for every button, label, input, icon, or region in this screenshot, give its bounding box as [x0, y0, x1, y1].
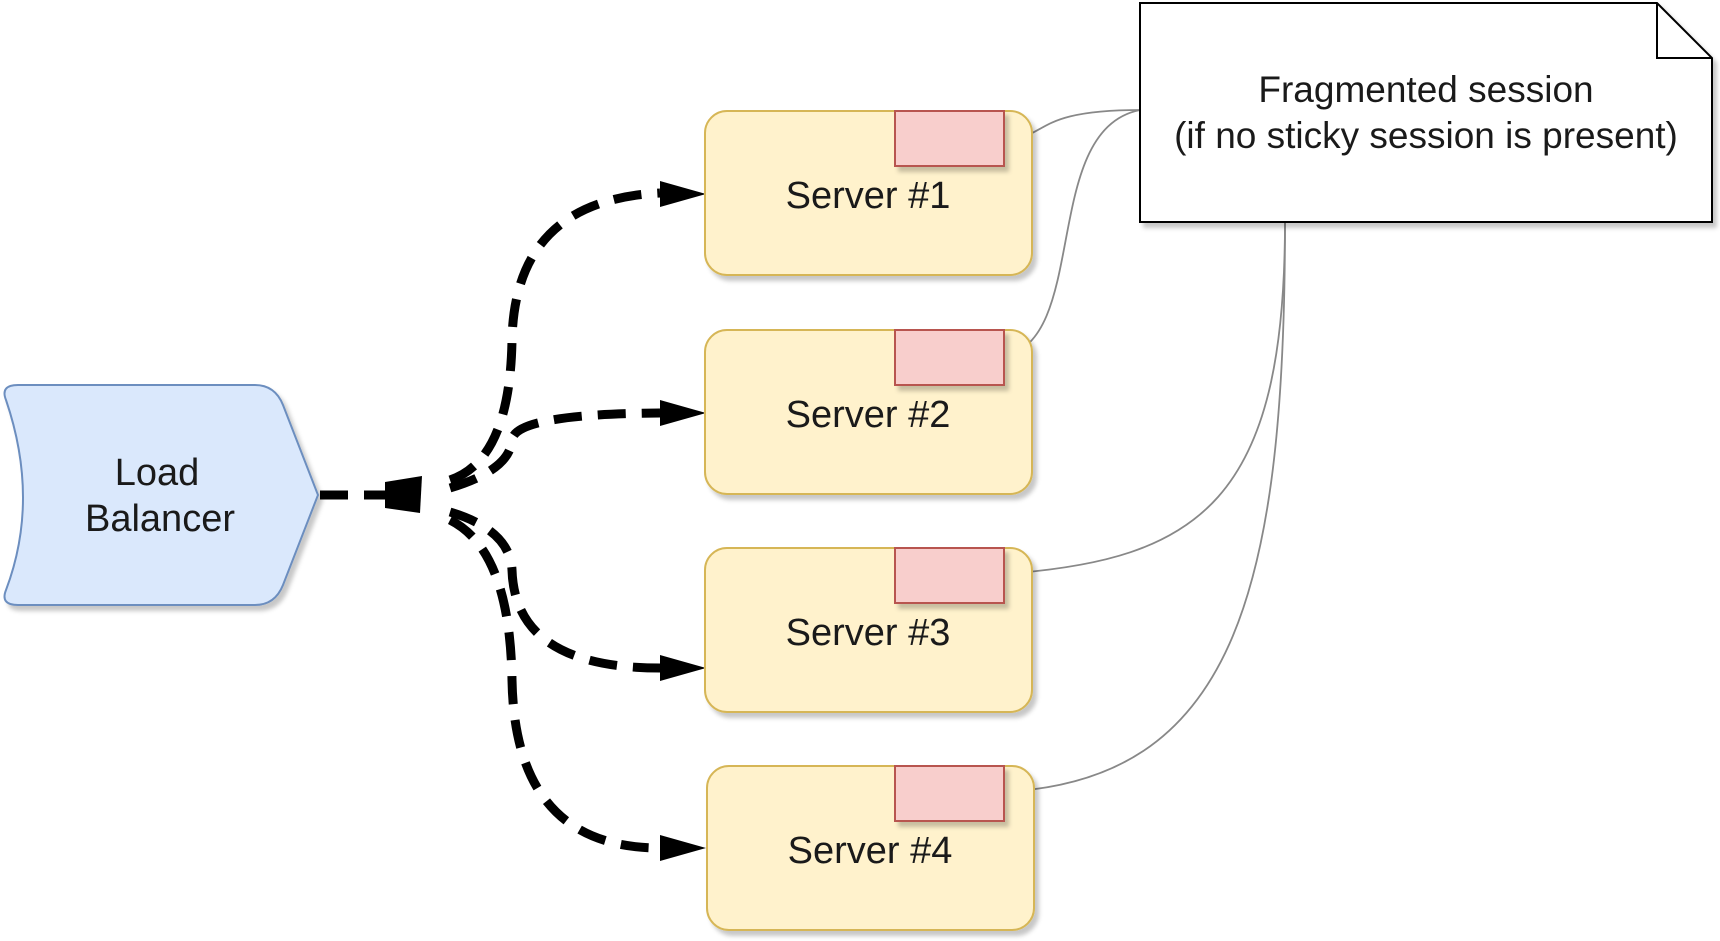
arrow-to-server-4	[447, 515, 661, 853]
session-block	[894, 110, 1005, 167]
connector-server-4	[1003, 221, 1286, 793]
server-label: Server #2	[786, 394, 951, 436]
note-shape	[1139, 2, 1713, 223]
note-fragmented-session[interactable]: Fragmented session (if no sticky session…	[1139, 2, 1713, 223]
server-4[interactable]: Server #4	[706, 765, 1035, 931]
load-balancer[interactable]: Load Balancer	[3, 384, 320, 606]
server-label: Server #4	[788, 830, 953, 872]
arrow-to-server-3	[448, 507, 661, 673]
arrow-to-server-1	[448, 188, 661, 485]
arrowhead-server-4	[660, 835, 706, 861]
session-block	[894, 765, 1005, 822]
flow-arrows	[320, 188, 661, 853]
load-balancer-shape	[3, 384, 320, 606]
server-label: Server #1	[786, 175, 951, 217]
connector-server-3	[1003, 221, 1286, 575]
server-3[interactable]: Server #3	[704, 547, 1033, 713]
arrowhead-server-1	[660, 181, 706, 207]
session-connectors	[1003, 109, 1286, 793]
load-balancer-label-line1: Load	[115, 452, 200, 494]
arrowhead-server-3	[660, 655, 706, 681]
note-line2: (if no sticky session is present)	[1174, 115, 1678, 156]
arrowhead-server-2	[660, 400, 706, 426]
note-fold	[1656, 3, 1712, 59]
arrow-to-server-2	[448, 408, 661, 493]
trunk-arrow-head	[385, 476, 422, 513]
load-balancer-label-line2: Balancer	[85, 498, 235, 540]
server-1[interactable]: Server #1	[704, 110, 1033, 276]
note-line1: Fragmented session	[1258, 69, 1593, 110]
server-label: Server #3	[786, 612, 951, 654]
server-2[interactable]: Server #2	[704, 329, 1033, 495]
session-block	[894, 547, 1005, 604]
connector-server-2	[1003, 109, 1141, 357]
arrow-heads	[385, 181, 706, 861]
session-block	[894, 329, 1005, 386]
